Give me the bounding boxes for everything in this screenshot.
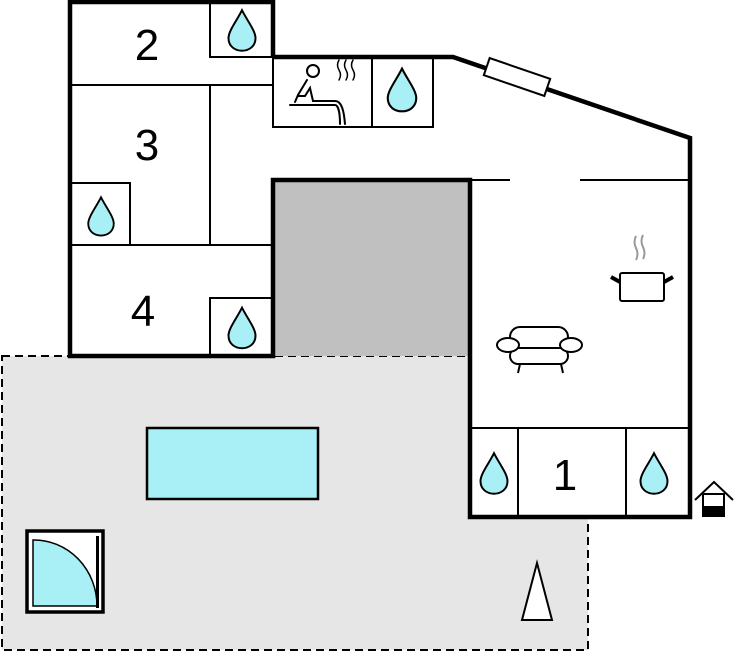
window-icon xyxy=(482,56,552,98)
water-drop-icon xyxy=(639,451,669,496)
pool-icon xyxy=(145,426,320,501)
sofa-icon xyxy=(496,326,583,374)
water-drop-icon xyxy=(479,451,509,496)
water-drop-icon xyxy=(227,306,257,350)
water-drop-icon xyxy=(87,196,115,237)
water-drop-icon xyxy=(227,9,257,52)
sauna-icon xyxy=(289,59,356,125)
room-label: 3 xyxy=(135,121,159,170)
north-arrow-icon xyxy=(520,559,554,621)
cooking-pot-icon xyxy=(610,234,674,302)
water-drop-icon xyxy=(386,67,418,113)
hot-tub-icon xyxy=(25,529,105,614)
courtyard xyxy=(273,180,470,356)
entrance-icon xyxy=(694,480,734,517)
room-label: 2 xyxy=(135,21,159,70)
exterior-walls xyxy=(67,0,693,520)
room-label: 4 xyxy=(131,287,155,336)
room-label: 1 xyxy=(553,451,577,500)
